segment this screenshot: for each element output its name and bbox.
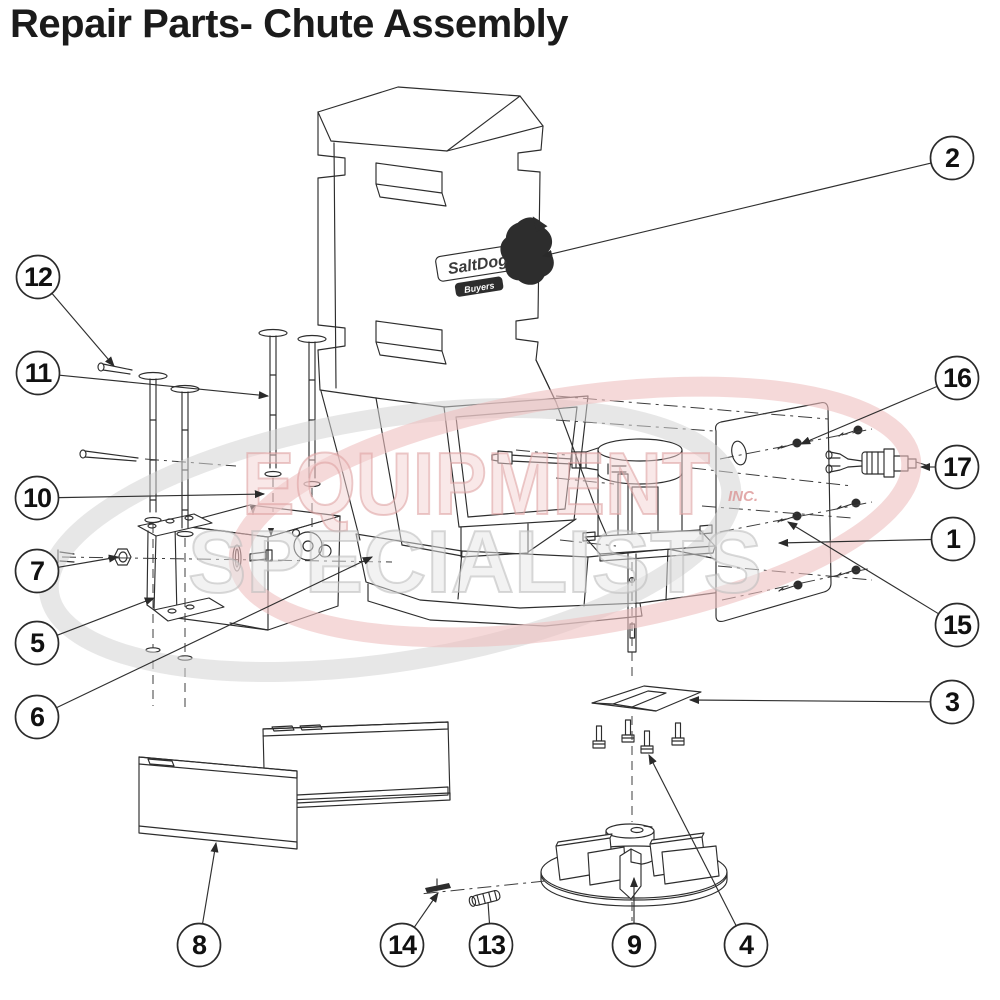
rod <box>138 371 168 524</box>
callout-number: 10 <box>23 483 51 513</box>
spinner-bolts <box>592 719 685 754</box>
callout-balloon <box>468 922 514 968</box>
callout-17: 17 <box>919 444 980 490</box>
callout-balloon <box>723 922 769 968</box>
callout-leader-line <box>648 753 737 927</box>
spinner-disc <box>540 823 728 907</box>
callout-balloon <box>176 922 222 968</box>
roll-pin <box>468 890 501 907</box>
callout-balloon <box>14 620 60 666</box>
callout-number: 14 <box>388 930 417 960</box>
callout-number: 8 <box>192 930 207 960</box>
callout-balloon <box>611 922 657 968</box>
callout-number: 15 <box>943 610 972 640</box>
screw <box>838 425 863 437</box>
construction-lines <box>61 395 873 921</box>
callout-3: 3 <box>688 679 975 725</box>
callout-leader-line <box>487 901 491 924</box>
chute-body <box>317 86 557 403</box>
callout-number: 2 <box>945 143 959 173</box>
callout-leader-line <box>799 385 938 445</box>
watermark-red-ring <box>228 376 922 648</box>
callout-8: 8 <box>176 841 222 968</box>
watermark-gray-ring <box>38 397 742 683</box>
shaft-pins <box>425 878 501 907</box>
callout-7: 7 <box>14 548 120 594</box>
bolt <box>621 719 635 743</box>
dog-silhouette-icon <box>500 217 554 285</box>
watermark: EQUIPMENT INC. SPECIALISTS <box>38 376 922 683</box>
callout-leader-line <box>777 538 932 547</box>
exploded-view-art: SaltDogg Buyers <box>57 86 927 921</box>
callout-balloon <box>934 444 980 490</box>
callout-number: 12 <box>24 262 52 292</box>
callout-leader-line <box>56 597 156 636</box>
callout-11: 11 <box>15 350 270 400</box>
callout-number: 9 <box>627 930 642 960</box>
callout-balloon <box>934 355 980 401</box>
logo-sub-text: Buyers <box>463 280 495 295</box>
bolt <box>671 722 685 746</box>
cotter-pins <box>79 362 139 462</box>
callout-number: 6 <box>30 702 45 732</box>
callout-leader-line <box>56 556 374 709</box>
callout-balloon <box>14 694 60 740</box>
page-title: Repair Parts- Chute Assembly <box>10 2 569 46</box>
callout-number: 13 <box>477 930 506 960</box>
callout-balloon <box>934 602 980 648</box>
callout-leader-line <box>541 162 932 258</box>
callout-6: 6 <box>14 556 374 740</box>
callout-balloon <box>14 475 60 521</box>
callout-number: 16 <box>943 363 972 393</box>
callout-15: 15 <box>787 521 980 648</box>
bolt <box>592 725 606 749</box>
callout-leader-line <box>201 841 219 924</box>
watermark-line1: EQUIPMENT <box>242 434 710 533</box>
callout-balloon <box>15 350 61 396</box>
callout-leader-line <box>58 490 266 499</box>
callout-balloon <box>14 548 60 594</box>
watermark-suffix: INC. <box>728 488 758 505</box>
rod <box>258 328 288 478</box>
screw <box>778 580 803 592</box>
callout-number: 3 <box>945 687 960 717</box>
callout-balloon <box>929 679 975 725</box>
watermark-line2: SPECIALISTS <box>188 512 762 611</box>
logo-sub-box <box>454 276 504 297</box>
callout-9: 9 <box>611 876 657 968</box>
saltdogg-logo: SaltDogg Buyers <box>435 216 554 297</box>
callout-14: 14 <box>379 892 439 968</box>
callout-number: 1 <box>946 524 961 554</box>
callout-5: 5 <box>14 597 156 666</box>
callout-number: 7 <box>30 556 44 586</box>
callout-number: 5 <box>30 628 45 658</box>
spinner-motor <box>491 438 716 653</box>
callout-number: 4 <box>739 930 754 960</box>
callout-balloon <box>929 135 975 181</box>
callout-leader-line <box>51 292 115 367</box>
callout-4: 4 <box>648 753 769 968</box>
callout-balloon <box>930 516 976 562</box>
callout-leader-line <box>787 521 939 615</box>
deflector-panels <box>138 721 451 850</box>
callout-10: 10 <box>14 475 266 521</box>
callout-balloon <box>379 922 425 968</box>
callout-leader-line <box>413 892 439 928</box>
callout-12: 12 <box>15 254 115 367</box>
callout-13: 13 <box>468 901 514 968</box>
shim-plate <box>591 685 702 712</box>
callout-balloon <box>15 254 61 300</box>
callout-leader-line <box>688 696 931 705</box>
callout-number: 17 <box>943 452 971 482</box>
bolt <box>640 730 654 754</box>
screw <box>836 498 861 510</box>
callout-1: 1 <box>777 516 976 562</box>
callout-leader-line <box>58 554 120 568</box>
callout-number: 11 <box>25 358 53 388</box>
callout-leader-line <box>59 374 270 400</box>
callout-2: 2 <box>541 135 975 258</box>
callout-16: 16 <box>799 355 980 445</box>
